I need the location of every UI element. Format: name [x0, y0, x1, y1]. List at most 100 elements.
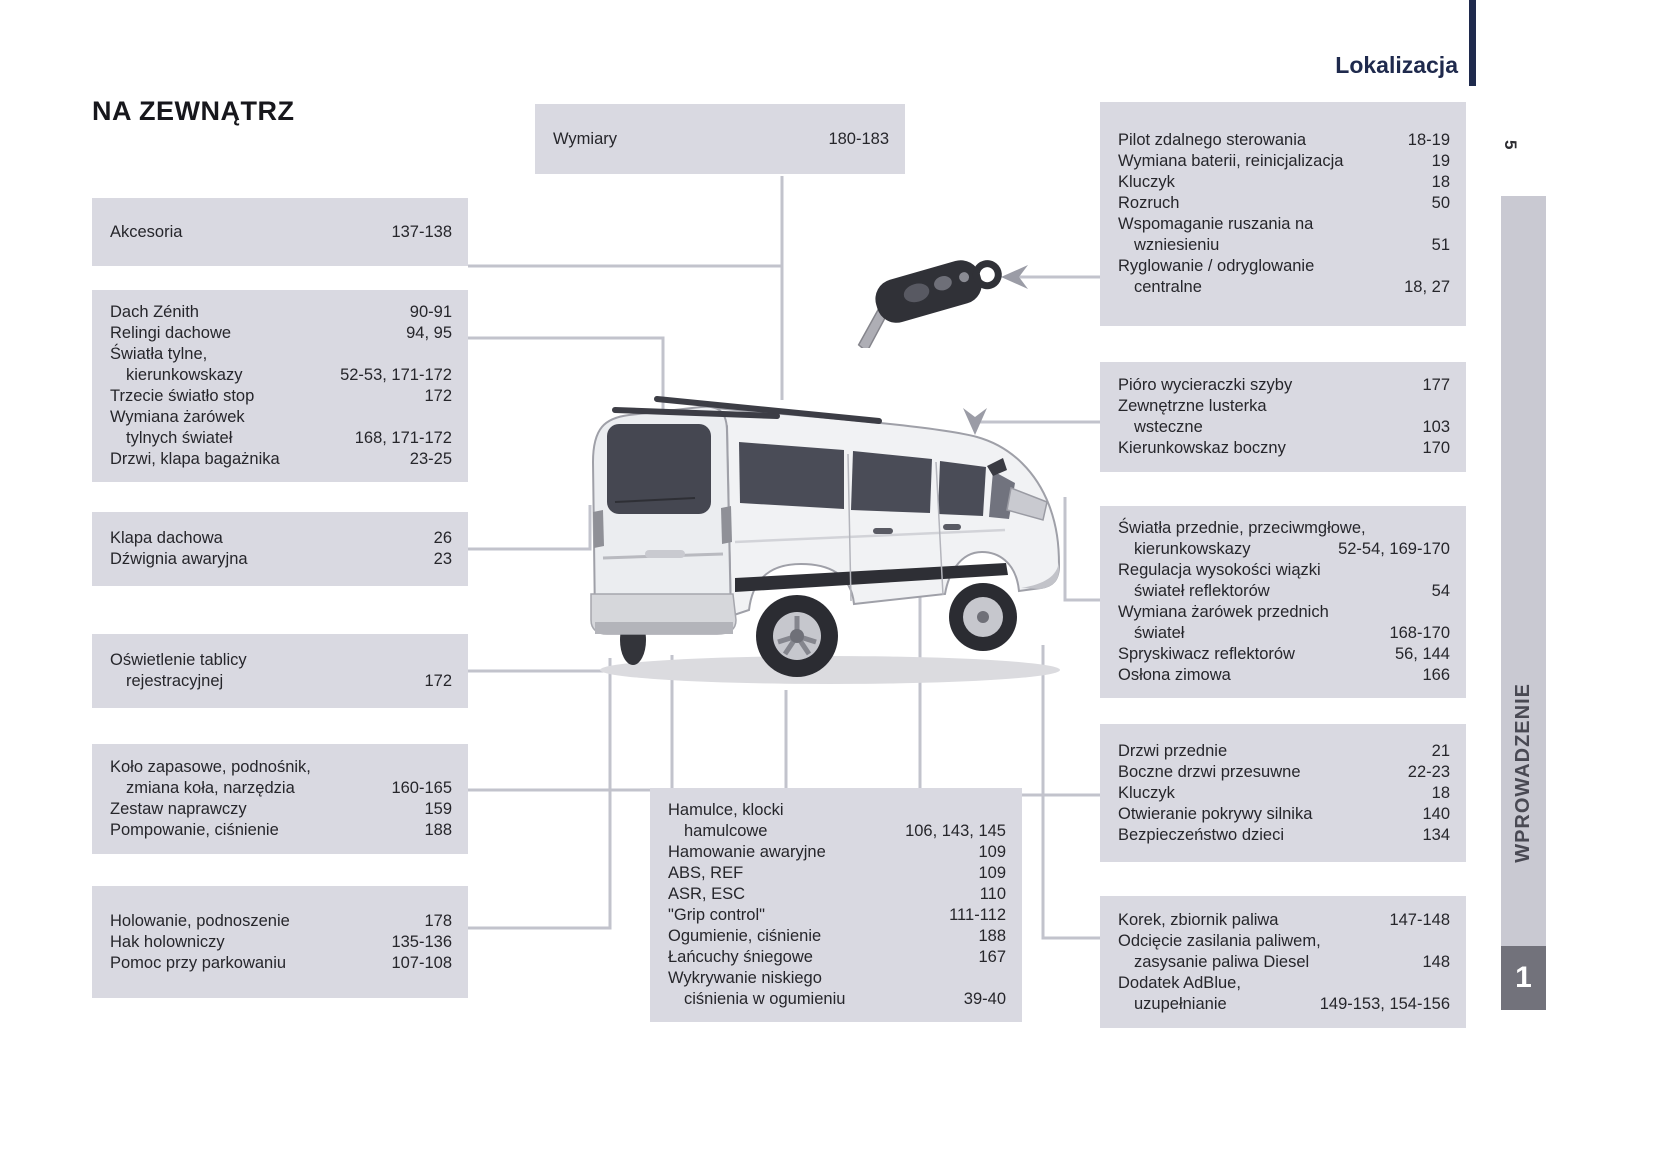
entry-pages: 140 — [1422, 804, 1450, 823]
entry-label: rejestracyjnej — [126, 672, 224, 690]
manual-entry-row: Hamulce, klocki — [668, 800, 1006, 821]
entry-label: Wymiary — [553, 129, 618, 148]
entry-label: Pilot zdalnego sterowania — [1118, 131, 1307, 149]
manual-entry-row: Otwieranie pokrywy silnika 140 — [1118, 804, 1450, 825]
sidebar-section-label: WPROWADZENIE — [1512, 683, 1534, 863]
entry-pages: 168-170 — [1389, 624, 1450, 642]
entry-label: hamulcowe — [684, 822, 768, 840]
manual-entry-row: Pióro wycieraczki szyby 177 — [1118, 375, 1450, 396]
entry-pages: 106, 143, 145 — [905, 822, 1006, 840]
entry-pages: 54 — [1431, 582, 1450, 600]
entry-label: Akcesoria — [110, 222, 183, 241]
entry-pages: 18, 27 — [1404, 278, 1450, 296]
entry-pages: 19 — [1431, 152, 1450, 170]
entry-label: Zewnętrzne lusterka — [1118, 397, 1267, 415]
entry-pages: 107-108 — [391, 953, 452, 972]
manual-entry-row: Światła przednie, przeciwmgłowe, — [1118, 518, 1450, 539]
manual-entry-row: Ryglowanie / odryglowanie — [1118, 256, 1450, 277]
manual-entry-row: Korek, zbiornik paliwa 147-148 — [1118, 910, 1450, 931]
entry-pages: 111-112 — [949, 906, 1006, 924]
entry-label: Wymiana żarówek przednich — [1118, 603, 1329, 621]
entry-pages: 110 — [979, 885, 1006, 903]
entry-pages: 137-138 — [391, 222, 452, 241]
entry-label: Bezpieczeństwo dzieci — [1118, 825, 1284, 844]
entry-pages: 178 — [424, 911, 452, 930]
entry-pages: 52-53, 171-172 — [340, 366, 452, 384]
header-chapter-label: Lokalizacja — [1335, 52, 1458, 78]
entry-label: Boczne drzwi przesuwne — [1118, 762, 1301, 781]
entry-pages: 172 — [424, 672, 452, 690]
entry-label: Łańcuchy śniegowe — [668, 948, 813, 966]
manual-entry-row: hamulcowe 106, 143, 145 — [668, 821, 1006, 842]
entry-label: Korek, zbiornik paliwa — [1118, 910, 1279, 929]
entry-pages: 94, 95 — [406, 324, 452, 342]
sidebar-label-wrap: WPROWADZENIE — [1501, 600, 1546, 946]
entry-label: Rozruch — [1118, 194, 1180, 212]
entry-pages: 39-40 — [963, 990, 1006, 1008]
sidebar-strip — [1501, 196, 1546, 946]
entry-label: Pomoc przy parkowaniu — [110, 953, 287, 972]
entry-label: Kierunkowskaz boczny — [1118, 439, 1286, 457]
key-fob-illustration — [857, 260, 1002, 348]
manual-entry-row: rejestracyjnej 172 — [110, 671, 452, 692]
entry-pages: 134 — [1422, 825, 1450, 844]
entry-pages: 52-54, 169-170 — [1338, 540, 1450, 558]
entry-label: Spryskiwacz reflektorów — [1118, 645, 1295, 663]
entry-pages: 147-148 — [1389, 910, 1450, 929]
entry-label: Dźwignia awaryjna — [110, 550, 248, 568]
entry-pages: 22-23 — [1407, 762, 1450, 781]
manual-entry-row: Oświetlenie tablicy — [110, 650, 452, 671]
chapter-number-badge: 1 — [1501, 946, 1546, 1010]
entry-label: Otwieranie pokrywy silnika — [1118, 804, 1313, 823]
manual-entry-row: Bezpieczeństwo dzieci 134 — [1118, 825, 1450, 846]
entry-label: ciśnienia w ogumieniu — [684, 990, 846, 1008]
entry-pages: 180-183 — [828, 129, 889, 148]
entry-label: Kluczyk — [1118, 783, 1175, 802]
entry-label: ABS, REF — [668, 864, 744, 882]
manual-entry-row: ciśnienia w ogumieniu 39-40 — [668, 989, 1006, 1010]
entry-pages: 90-91 — [409, 303, 452, 321]
entry-label: Zestaw naprawczy — [110, 800, 247, 818]
entry-label: świateł — [1134, 624, 1185, 642]
page-title: NA ZEWNĄTRZ — [92, 96, 295, 126]
entry-pages: 21 — [1431, 741, 1450, 760]
entry-pages: 177 — [1422, 376, 1450, 394]
entry-label: Oświetlenie tablicy — [110, 651, 247, 669]
entry-pages: 160-165 — [391, 779, 452, 797]
entry-label: Hamulce, klocki — [668, 801, 784, 819]
entry-pages: 172 — [424, 387, 452, 405]
entry-label: Klapa dachowa — [110, 529, 223, 547]
entry-pages: 109 — [978, 843, 1006, 861]
entry-label: centralne — [1134, 278, 1202, 296]
entry-label: Dach Zénith — [110, 303, 199, 321]
entry-pages: 188 — [978, 927, 1006, 945]
entry-label: Osłona zimowa — [1118, 666, 1231, 684]
manual-entry-row: Boczne drzwi przesuwne 22-23 — [1118, 762, 1450, 783]
entry-pages: 23 — [433, 550, 452, 568]
entry-pages: 18 — [1431, 173, 1450, 191]
entry-label: Pióro wycieraczki szyby — [1118, 376, 1293, 394]
entry-pages: 166 — [1422, 666, 1450, 684]
entry-label: Wymiana żarówek — [110, 408, 245, 426]
chapter-number: 1 — [1515, 961, 1532, 994]
entry-pages: 159 — [424, 800, 452, 818]
